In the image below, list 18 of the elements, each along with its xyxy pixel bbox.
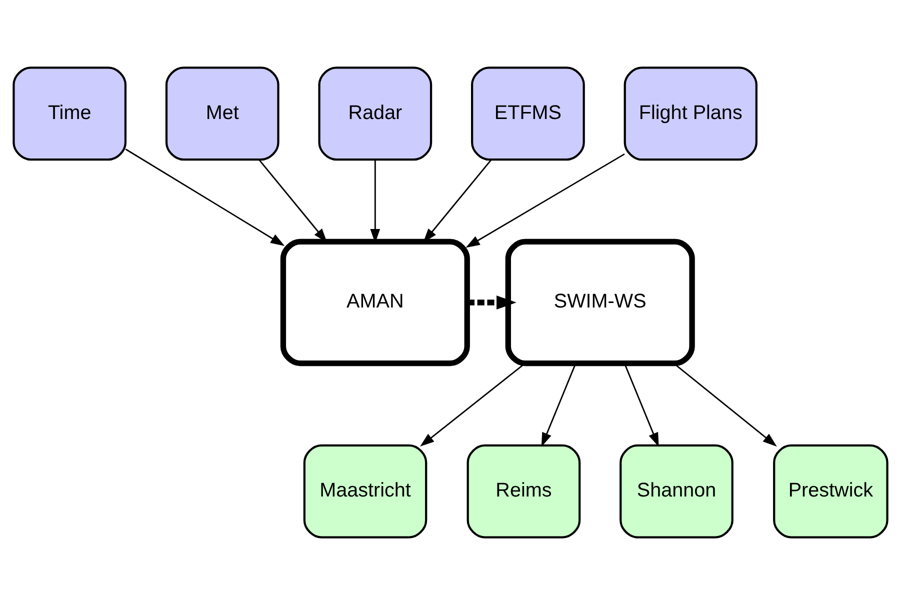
node-box: Flight Plans	[624, 66, 758, 161]
node-box: ETFMS	[471, 66, 585, 161]
arrow	[125, 148, 285, 246]
arrow	[624, 364, 659, 447]
node-box: SWIM-WS	[505, 238, 695, 366]
node-box: Time	[12, 66, 127, 161]
arrow	[420, 363, 525, 447]
node-box: Radar	[318, 66, 432, 161]
arrow	[467, 296, 516, 310]
arrow	[541, 364, 576, 447]
arrow	[466, 153, 625, 248]
arrow	[674, 363, 777, 447]
node-box: Maastricht	[303, 444, 428, 538]
node-box: AMAN	[280, 238, 470, 366]
node-box: Met	[165, 66, 280, 161]
node-box: Prestwick	[773, 444, 888, 538]
node-box: Shannon	[620, 444, 734, 538]
node-box: Reims	[466, 444, 581, 538]
